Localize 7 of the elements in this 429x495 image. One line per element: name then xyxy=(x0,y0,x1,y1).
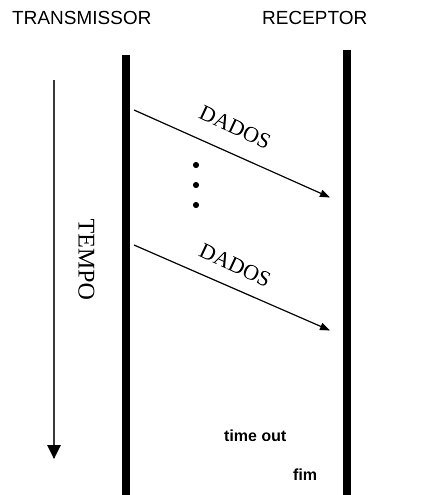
note-text: fim xyxy=(293,467,317,485)
arrow xyxy=(134,109,330,198)
note-text: time out xyxy=(224,428,286,446)
arrow xyxy=(134,244,330,331)
lifeline-header: TRANSMISSOR xyxy=(12,8,152,30)
axis-label: TEMPO xyxy=(72,218,98,298)
lifeline-header: RECEPTOR xyxy=(262,8,368,30)
